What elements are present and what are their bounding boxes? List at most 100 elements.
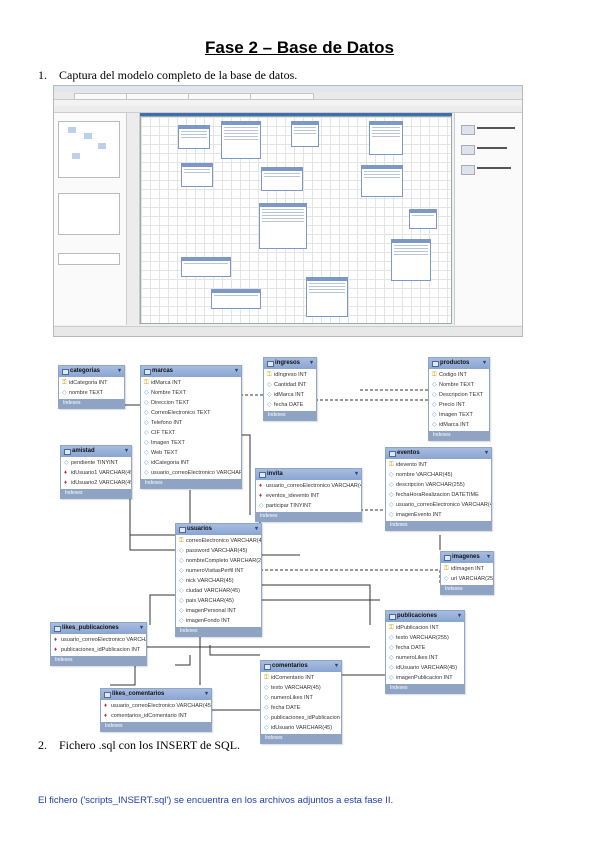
column-label: pendiente TINYINT bbox=[71, 460, 118, 466]
column-label: url VARCHAR(255) bbox=[451, 576, 493, 582]
table-usuarios[interactable]: usuarios⚿correoElectronico VARCHAR(45)◇p… bbox=[175, 523, 262, 637]
relation-line bbox=[260, 584, 371, 625]
column-label: usuario_correoElectronico VARCHAR(45) bbox=[396, 502, 491, 508]
column-row: ◇fechaHoraRealizacion DATETIME bbox=[386, 490, 491, 500]
column-icon: ◇ bbox=[389, 492, 394, 498]
status-bar bbox=[54, 326, 522, 336]
primary-key-icon: ⚿ bbox=[389, 625, 394, 631]
column-label: Nombre TEXT bbox=[151, 390, 187, 396]
vertical-toolbar bbox=[127, 113, 140, 325]
column-label: usuario_correoElectronico VARCHAR(45) bbox=[111, 703, 211, 709]
column-icon: ◇ bbox=[264, 725, 269, 731]
column-row: ◇CorreoElectronico TEXT bbox=[141, 408, 241, 418]
column-row: ◇publicaciones_idPublicacion INT bbox=[261, 713, 341, 723]
table-header: publicaciones bbox=[386, 611, 464, 622]
column-icon: ◇ bbox=[389, 645, 394, 651]
column-icon: ◇ bbox=[179, 618, 184, 624]
column-icon: ◇ bbox=[444, 576, 449, 582]
column-row: ◇CIF TEXT bbox=[141, 428, 241, 438]
indexes-footer: Indexes bbox=[261, 734, 341, 743]
table-invita[interactable]: invita♦usuario_correoElectronico VARCHAR… bbox=[255, 468, 362, 522]
table-imagenes[interactable]: imagenes⚿idImagen INT◇url VARCHAR(255)In… bbox=[440, 551, 494, 595]
column-label: idUsuario1 VARCHAR(45) bbox=[71, 470, 131, 476]
column-label: correoElectronico VARCHAR(45) bbox=[186, 538, 261, 544]
table-productos[interactable]: productos⚿Codigo INT◇Nombre TEXT◇Descrip… bbox=[428, 357, 490, 441]
column-row: ◇imagenPersonal INT bbox=[176, 606, 261, 616]
side-panel bbox=[454, 113, 522, 325]
column-row: ◇idMarca INT bbox=[429, 420, 489, 430]
column-row: ◇Cantidad INT bbox=[264, 380, 316, 390]
foreign-key-icon: ♦ bbox=[104, 703, 108, 709]
primary-key-icon: ⚿ bbox=[432, 372, 437, 378]
table-likes-comentarios[interactable]: likes_comentarios♦usuario_correoElectron… bbox=[100, 688, 212, 732]
column-icon: ◇ bbox=[259, 503, 264, 509]
column-label: numeroVisitasPerfil INT bbox=[186, 568, 244, 574]
diagram-canvas bbox=[140, 116, 452, 324]
foreign-key-icon: ♦ bbox=[104, 713, 108, 719]
column-label: Precio INT bbox=[439, 402, 465, 408]
foreign-key-icon: ♦ bbox=[54, 647, 58, 653]
column-label: fechaHoraRealizacion DATETIME bbox=[396, 492, 479, 498]
column-label: Imagen TEXT bbox=[439, 412, 473, 418]
column-row: ♦usuario_correoElectronico VARCHAR(45) bbox=[51, 635, 146, 645]
column-row: ◇idUsuario VARCHAR(45) bbox=[386, 663, 464, 673]
column-label: Codigo INT bbox=[439, 372, 467, 378]
column-row: ◇fecha DATE bbox=[261, 703, 341, 713]
column-label: fecha DATE bbox=[274, 402, 304, 408]
column-label: Telefono INT bbox=[151, 420, 183, 426]
column-label: numeroLikes INT bbox=[271, 695, 313, 701]
menu-bar bbox=[54, 100, 522, 105]
indexes-footer: Indexes bbox=[386, 684, 464, 693]
indexes-footer: Indexes bbox=[59, 399, 124, 408]
column-row: ◇pais VARCHAR(45) bbox=[176, 596, 261, 606]
table-categorias[interactable]: categorias⚿idCategoria INT◇nombre TEXTIn… bbox=[58, 365, 125, 409]
column-icon: ◇ bbox=[264, 685, 269, 691]
column-row: ◇numeroVisitasPerfil INT bbox=[176, 566, 261, 576]
column-row: ⚿correoElectronico VARCHAR(45) bbox=[176, 536, 261, 546]
table-ingresos[interactable]: ingresos⚿idIngreso INT◇Cantidad INT◇idMa… bbox=[263, 357, 317, 421]
table-amistad[interactable]: amistad◇pendiente TINYINT♦idUsuario1 VAR… bbox=[60, 445, 132, 499]
table-header: comentarios bbox=[261, 661, 341, 672]
column-label: idComentario INT bbox=[271, 675, 315, 681]
table-header: eventos bbox=[386, 448, 491, 459]
column-row: ◇imagenPublicacion INT bbox=[386, 673, 464, 683]
relation-line bbox=[129, 500, 175, 551]
column-icon: ◇ bbox=[144, 470, 149, 476]
list-item-2: 2. Fichero .sql con los INSERT de SQL. bbox=[38, 738, 240, 753]
column-icon: ◇ bbox=[389, 655, 394, 661]
column-icon: ◇ bbox=[144, 430, 149, 436]
column-label: fecha DATE bbox=[396, 645, 426, 651]
foreign-key-icon: ♦ bbox=[64, 470, 68, 476]
column-label: imagenEvento INT bbox=[396, 512, 442, 518]
column-label: idevento INT bbox=[396, 462, 428, 468]
indexes-footer: Indexes bbox=[51, 656, 146, 665]
column-label: Web TEXT bbox=[151, 450, 178, 456]
column-row: ◇Nombre TEXT bbox=[141, 388, 241, 398]
column-label: idMarca INT bbox=[274, 392, 304, 398]
column-icon: ◇ bbox=[389, 635, 394, 641]
column-label: Imagen TEXT bbox=[151, 440, 185, 446]
column-row: ⚿idMarca INT bbox=[141, 378, 241, 388]
foreign-key-icon: ♦ bbox=[259, 483, 263, 489]
column-row: ♦eventos_idevento INT bbox=[256, 491, 361, 501]
relation-line bbox=[209, 645, 260, 656]
column-icon: ◇ bbox=[432, 412, 437, 418]
table-comentarios[interactable]: comentarios⚿idComentario INT◇texto VARCH… bbox=[260, 660, 342, 744]
list-item-text: Captura del modelo completo de la base d… bbox=[59, 68, 298, 82]
table-marcas[interactable]: marcas⚿idMarca INT◇Nombre TEXT◇Direccion… bbox=[140, 365, 242, 489]
column-label: texto VARCHAR(255) bbox=[396, 635, 449, 641]
er-diagram: categorias⚿idCategoria INT◇nombre TEXTIn… bbox=[50, 355, 500, 750]
column-row: ◇fecha DATE bbox=[386, 643, 464, 653]
column-label: texto VARCHAR(45) bbox=[271, 685, 321, 691]
column-label: participar TINYINT bbox=[266, 503, 312, 509]
table-publicaciones[interactable]: publicaciones⚿idPublicacion INT◇texto VA… bbox=[385, 610, 465, 694]
column-row: ◇pendiente TINYINT bbox=[61, 458, 131, 468]
column-row: ◇Imagen TEXT bbox=[429, 410, 489, 420]
table-eventos[interactable]: eventos⚿idevento INT◇nombre VARCHAR(45)◇… bbox=[385, 447, 492, 531]
column-label: CorreoElectronico TEXT bbox=[151, 410, 211, 416]
column-label: imagenPublicacion INT bbox=[396, 675, 453, 681]
list-item-number: 2. bbox=[38, 738, 47, 752]
column-label: usuario_correoElectronico VARCHAR(45) bbox=[151, 470, 241, 476]
table-likes-publicaciones[interactable]: likes_publicaciones♦usuario_correoElectr… bbox=[50, 622, 147, 666]
navigator-panel bbox=[54, 113, 127, 325]
